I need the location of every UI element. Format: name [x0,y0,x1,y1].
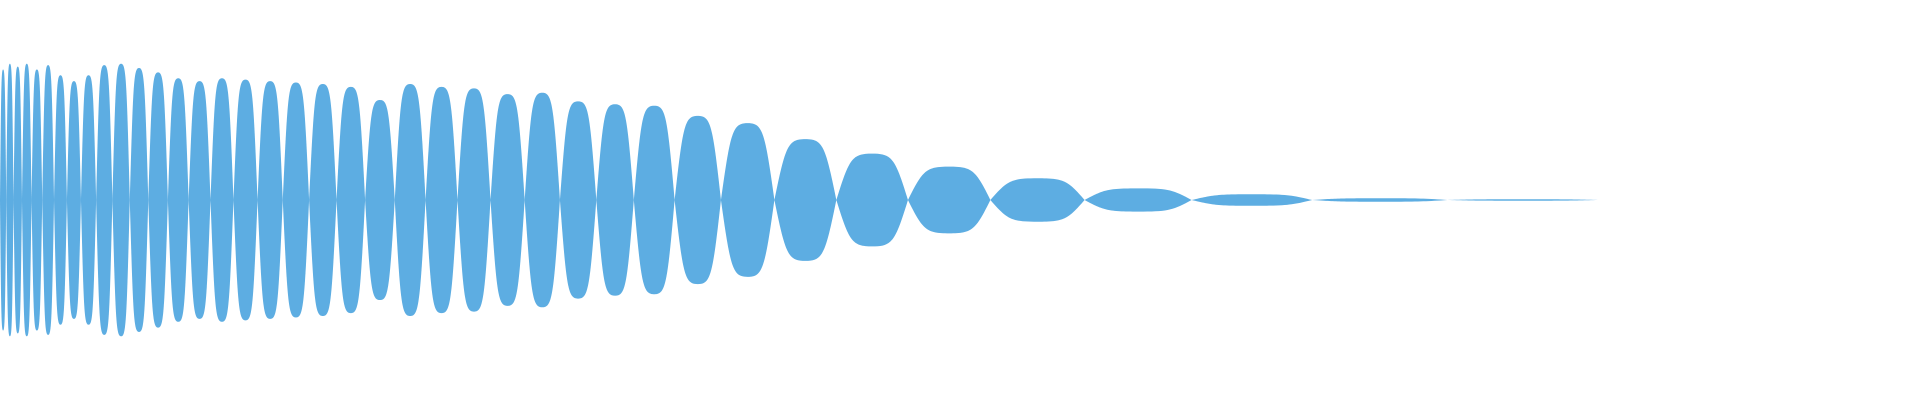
waveform-lobe [365,99,395,301]
waveform-lobe [490,94,525,306]
waveform-lobe [596,104,634,296]
waveform-lobe [148,72,168,328]
waveform-lobe [13,66,22,334]
waveform-lobe [31,69,43,331]
waveform-lobe [774,139,837,261]
waveform-lobe [1447,199,1598,201]
waveform-lobe [907,166,991,234]
waveform-lobe [524,92,560,308]
waveform-lobe [6,63,14,337]
waveform-lobe [674,115,721,285]
waveform-lobe [457,88,491,312]
waveform-lobe [112,63,130,337]
waveform-lobe [66,81,81,319]
waveform-lobe [282,82,310,318]
waveform-lobe [129,68,149,332]
waveform-lobe [167,78,189,322]
waveform-lobe [1191,194,1313,206]
waveform-lobe [836,153,908,247]
waveform-lobe [336,86,366,314]
waveform-lobe [559,101,597,299]
waveform-lobe [1312,198,1448,202]
waveform-lobe [54,75,67,325]
waveform-lobe [188,81,211,319]
waveform-lobe [309,84,337,316]
waveform-lobe [233,79,258,321]
waveform-lobe [80,75,97,325]
waveform-lobe [394,84,426,316]
waveform-lobe [1084,188,1192,212]
waveform-lobe [96,65,113,335]
waveform-lobe [0,69,7,331]
waveform-lobe [633,105,675,295]
waveform-lobe [257,81,283,319]
waveform-lobe [210,78,234,322]
waveform-lobe [21,63,32,337]
waveform-lobe [425,86,458,314]
waveform-lobe [720,123,775,277]
waveform-lobe [990,178,1085,222]
waveform-lobe [42,65,55,335]
